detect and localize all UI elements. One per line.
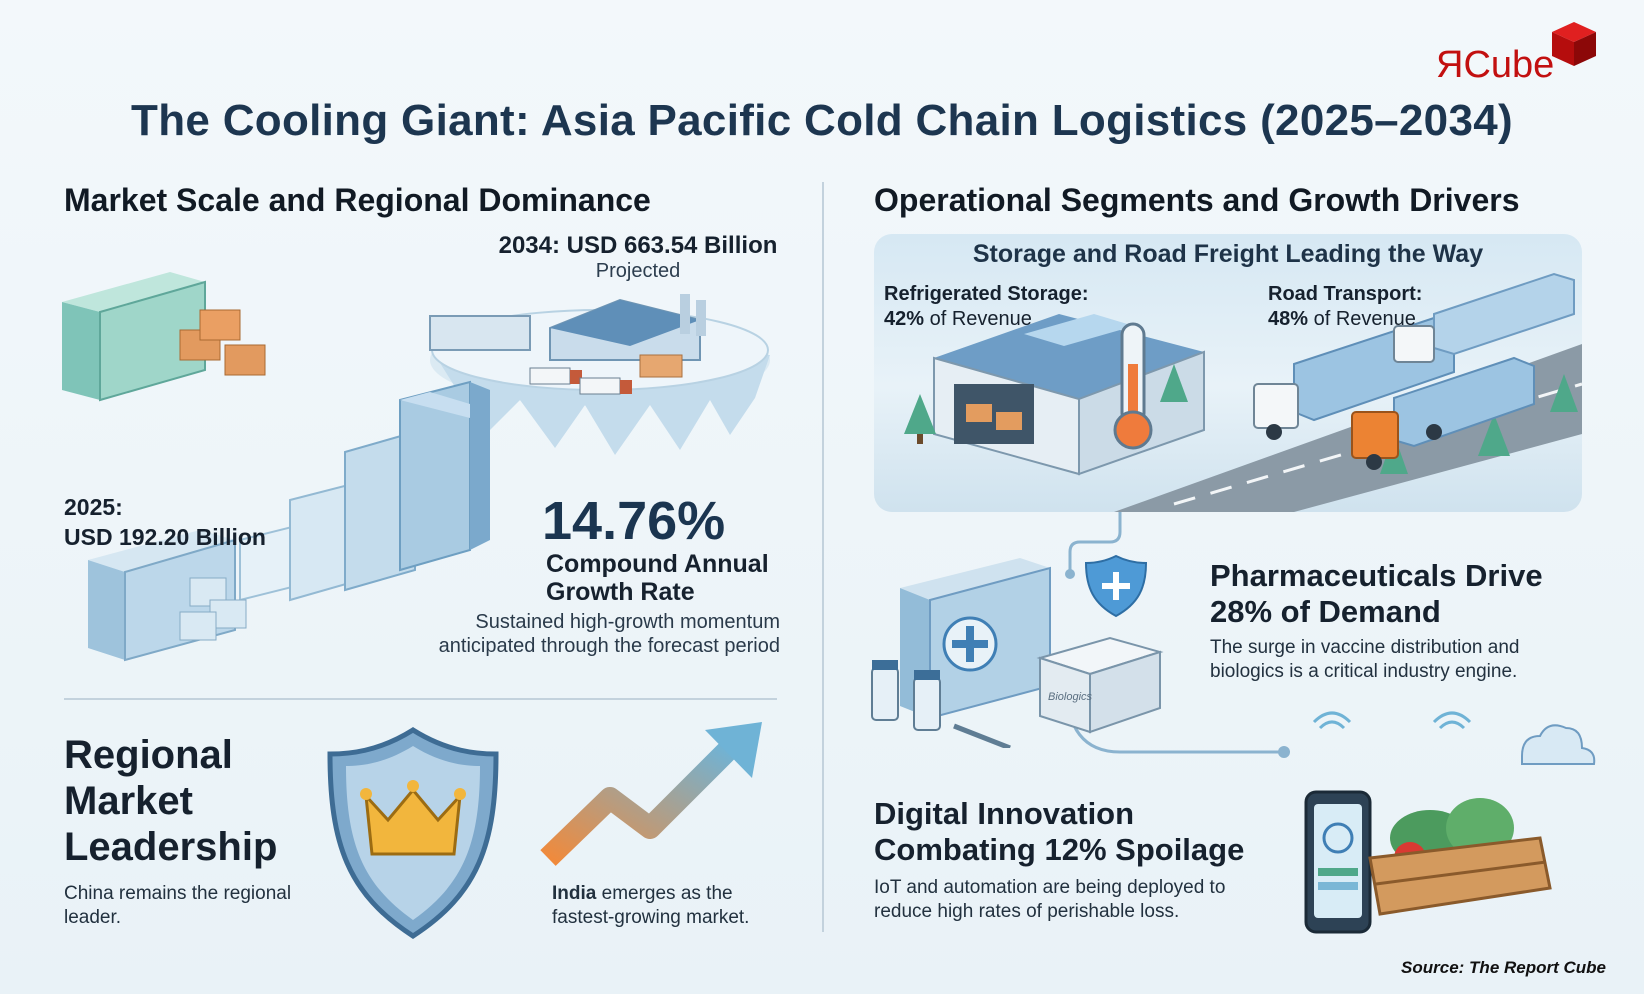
cagr-value: 14.76% <box>542 491 726 551</box>
regional-title: Regional Market Leadership <box>64 733 278 869</box>
page-title: The Cooling Giant: Asia Pacific Cold Cha… <box>131 96 1513 145</box>
digital-title: Digital Innovation Combating 12% Spoilag… <box>874 796 1245 867</box>
cagr-description: Sustained high-growth momentum anticipat… <box>438 611 780 657</box>
projection-value: 2034: USD 663.54 Billion <box>498 232 778 259</box>
vertical-divider <box>822 182 824 932</box>
storage-segment: Refrigerated Storage: 42% of Revenue <box>884 282 1089 332</box>
pharma-illustration: Biologics <box>871 554 1164 748</box>
market-growth-illustration <box>62 272 770 662</box>
storage-label: Refrigerated Storage: <box>884 283 1089 305</box>
pharma-title: Pharmaceuticals Drive 28% of Demand <box>1210 558 1543 629</box>
road-pct: 48% <box>1268 308 1309 330</box>
panel-title: Storage and Road Freight Leading the Way <box>972 240 1484 268</box>
base-2025: 2025: USD 192.20 Billion <box>64 492 266 552</box>
storage-pct: 42% <box>884 308 925 330</box>
horizontal-divider <box>64 698 777 700</box>
market-scale-heading: Market Scale and Regional Dominance <box>64 182 651 218</box>
projection-2034: 2034: USD 663.54 Billion Projected <box>488 232 788 283</box>
india-name: India <box>552 883 597 904</box>
road-label: Road Transport: <box>1268 283 1423 305</box>
road-segment: Road Transport: 48% of Revenue <box>1268 282 1422 332</box>
digital-description: IoT and automation are being deployed to… <box>874 877 1226 922</box>
base-year: 2025: <box>64 494 123 520</box>
source-note: Source: The Report Cube <box>1401 958 1606 977</box>
china-text: China remains the regional leader. <box>64 883 292 928</box>
segments-panel <box>874 234 1582 512</box>
shield-crown-icon <box>327 727 499 939</box>
report-cube-logo <box>1434 14 1612 94</box>
operational-heading: Operational Segments and Growth Drivers <box>874 182 1520 218</box>
base-value: USD 192.20 Billion <box>64 524 266 550</box>
india-rest: emerges as the fastest-growing market. <box>552 883 750 928</box>
storage-suffix: of Revenue <box>924 308 1032 330</box>
india-text: India emerges as the fastest-growing mar… <box>552 882 792 930</box>
growth-arrow-icon <box>540 722 762 866</box>
cagr-label: Compound Annual Growth Rate <box>546 550 769 606</box>
biologics-box-label: Biologics <box>1048 691 1093 703</box>
pharma-description: The surge in vaccine distribution and bi… <box>1210 637 1520 682</box>
iot-produce-illustration <box>1304 711 1596 934</box>
logo-text: ЯCube <box>1436 44 1555 86</box>
projection-note: Projected <box>595 260 681 282</box>
road-suffix: of Revenue <box>1308 308 1416 330</box>
